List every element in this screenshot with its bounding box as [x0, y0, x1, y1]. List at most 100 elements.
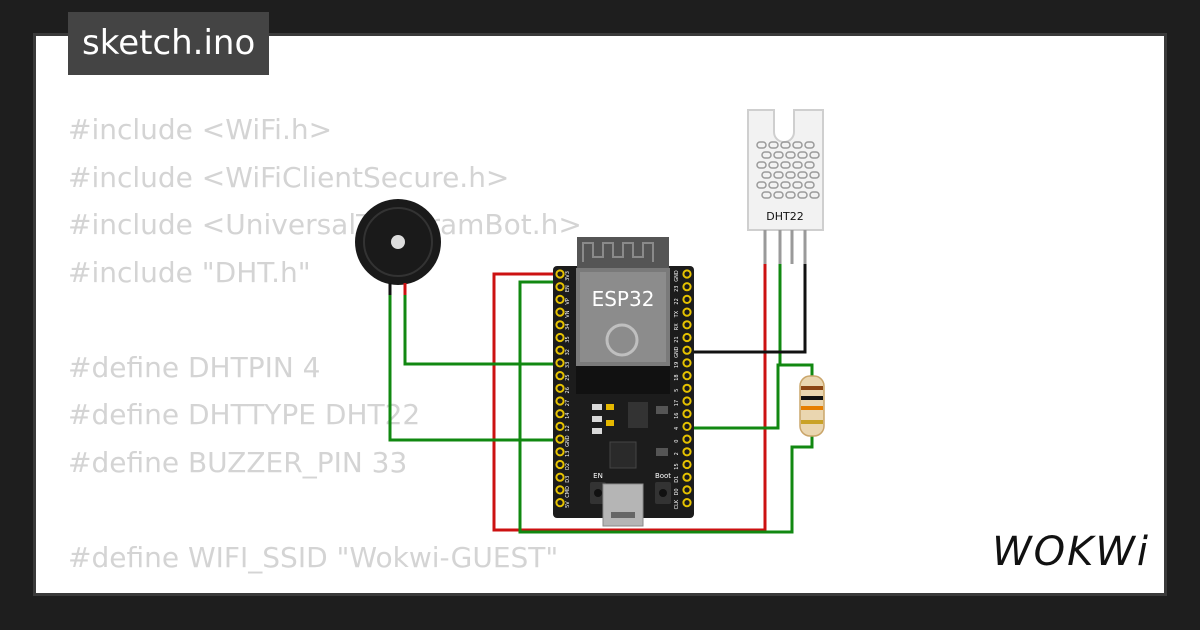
grille-slot — [792, 161, 803, 169]
grille-slot — [785, 151, 796, 159]
pin-pad[interactable] — [555, 396, 565, 406]
pin-pad[interactable] — [682, 345, 692, 355]
grille-slot — [797, 151, 808, 159]
pin-pad[interactable] — [682, 498, 692, 508]
pin-pad[interactable] — [682, 472, 692, 482]
pin-label: 4 — [674, 427, 680, 430]
resistor-band — [801, 396, 823, 400]
pin-pad[interactable] — [555, 421, 565, 431]
pin-pad[interactable] — [682, 332, 692, 343]
grille-slot — [804, 161, 815, 169]
pin-pad[interactable] — [682, 294, 692, 304]
boot-label: Boot — [655, 472, 671, 480]
code-line: #include <WiFi.h> — [68, 113, 333, 146]
pin-pad[interactable] — [682, 269, 692, 279]
grille-slot — [756, 161, 767, 169]
pin-pad[interactable] — [555, 472, 565, 482]
pin-pad[interactable] — [555, 447, 565, 457]
pin-pad[interactable] — [682, 396, 692, 406]
pin-label: GND — [674, 346, 680, 358]
pin-pad[interactable] — [682, 282, 692, 292]
pin-label: 16 — [674, 413, 680, 419]
pin-pad[interactable] — [682, 358, 692, 368]
pin-pad[interactable] — [682, 409, 692, 419]
pin-pad[interactable] — [555, 383, 565, 393]
wire-green-resistor — [778, 363, 814, 378]
pin-pad[interactable] — [555, 459, 565, 470]
pin-pad[interactable] — [555, 485, 565, 495]
pin-label: 19 — [674, 362, 680, 368]
pin-label: 22 — [674, 298, 680, 304]
code-preview: #include <WiFi.h>#include <WiFiClientSec… — [68, 106, 582, 593]
dht22-body — [747, 109, 824, 231]
pin-pad[interactable] — [555, 409, 565, 419]
pin-label: 35 — [565, 336, 571, 342]
esp32-label: ESP32 — [592, 287, 655, 311]
grille-slot — [768, 161, 779, 169]
grille-slot — [756, 141, 767, 149]
grille-slot — [768, 141, 779, 149]
grille-slot — [761, 191, 772, 199]
pin-label: 3V3 — [565, 271, 571, 281]
wires — [388, 262, 814, 534]
pin-pad[interactable] — [682, 434, 692, 444]
pin-label: D2 — [565, 463, 571, 470]
espressif-logo-icon — [605, 323, 639, 357]
usb-connector — [602, 483, 644, 527]
buzzer[interactable] — [355, 199, 441, 295]
pin-pad[interactable] — [682, 371, 692, 381]
code-line: #define WIFI_SSID "Wokwi-GUEST" — [68, 540, 559, 574]
dht22-grille — [756, 141, 820, 199]
grille-slot — [809, 171, 820, 179]
pin-pad[interactable] — [555, 282, 565, 292]
smd-component — [656, 406, 668, 414]
smd-component — [606, 404, 614, 410]
grille-slot — [780, 161, 791, 169]
grille-slot — [785, 191, 796, 199]
pin-pad[interactable] — [682, 485, 692, 495]
pin-label: TX — [674, 310, 680, 318]
pin-pad[interactable] — [555, 332, 565, 343]
pin-pad[interactable] — [555, 269, 565, 279]
resistor[interactable] — [799, 375, 825, 437]
pin-label: 5 — [674, 389, 680, 392]
grille-slot — [792, 141, 803, 149]
pin-pad[interactable] — [555, 345, 565, 355]
smd-component — [592, 404, 602, 410]
pin-pad[interactable] — [555, 294, 565, 304]
boot-button-cap — [659, 489, 667, 497]
pin-pad[interactable] — [555, 307, 565, 317]
pin-pad[interactable] — [682, 383, 692, 393]
pin-label: D3 — [565, 476, 571, 483]
smd-component — [606, 420, 614, 426]
wire-green-buzzer-gnd — [388, 285, 560, 442]
pin-label: 17 — [674, 400, 680, 406]
pin-label: 15 — [674, 463, 680, 469]
grille-slot — [809, 151, 820, 159]
smd-component — [656, 448, 668, 456]
pin-pad[interactable] — [555, 498, 565, 508]
pin-label: GND — [565, 435, 571, 447]
pin-label: 32 — [565, 349, 571, 355]
grille-slot — [761, 171, 772, 179]
pin-pad[interactable] — [555, 434, 565, 444]
pin-pad[interactable] — [555, 358, 565, 368]
pin-label: 33 — [565, 362, 571, 368]
resistor-band — [801, 386, 823, 390]
grille-slot — [768, 181, 779, 189]
wokwi-logo: WOKWi — [992, 529, 1150, 575]
en-label: EN — [593, 472, 603, 480]
resistor-band — [801, 420, 823, 424]
pin-pad[interactable] — [682, 320, 692, 330]
pin-pad[interactable] — [682, 447, 692, 457]
esp32-board[interactable]: ESP32 EN Boot 3V3ENVPVN34353233252627141… — [553, 237, 694, 527]
pin-pad[interactable] — [555, 371, 565, 381]
pin-pad[interactable] — [682, 307, 692, 317]
wire-black-gnd — [690, 262, 807, 354]
pin-label: 23 — [674, 286, 680, 292]
pin-pad[interactable] — [555, 320, 565, 330]
pin-pad[interactable] — [682, 459, 692, 470]
dht22-sensor[interactable]: DHT22 — [747, 109, 824, 264]
pin-pad[interactable] — [682, 421, 692, 431]
